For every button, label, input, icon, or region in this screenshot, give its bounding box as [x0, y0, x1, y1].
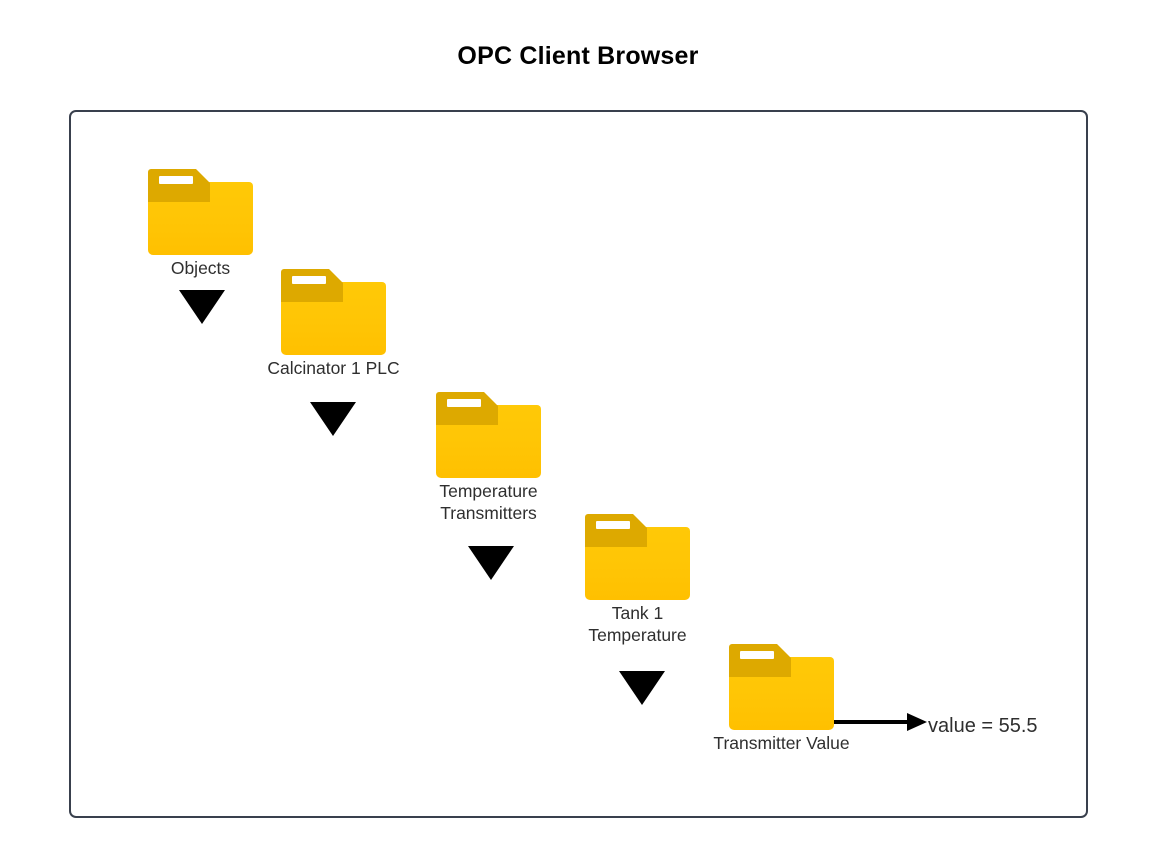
tree-node-label: Calcinator 1 PLC — [267, 358, 400, 378]
tree-node-label: Transmitter Value — [713, 733, 850, 753]
folder-slot — [159, 176, 193, 184]
folder-tab — [148, 169, 210, 202]
folder-tab — [729, 644, 791, 677]
folder-icon[interactable] — [436, 392, 541, 478]
folder-tab — [281, 269, 343, 302]
opc-browser-panel: Objects Calcinator 1 PLC Temperature Tra… — [69, 110, 1088, 818]
folder-icon[interactable] — [585, 514, 690, 600]
tree-node-temperature-transmitters[interactable]: Temperature Transmitters — [436, 392, 541, 523]
folder-slot — [447, 399, 481, 407]
folder-slot — [740, 651, 774, 659]
triangle-down-icon — [310, 402, 356, 436]
folder-tab — [436, 392, 498, 425]
tree-node-label: Objects — [170, 258, 231, 278]
tree-node-calcinator-1-plc[interactable]: Calcinator 1 PLC — [267, 269, 400, 378]
folder-icon[interactable] — [729, 644, 834, 730]
arrow-head — [907, 713, 927, 731]
page-title: OPC Client Browser — [457, 42, 699, 70]
folder-icon[interactable] — [148, 169, 253, 255]
tree-node-label: Temperature Transmitters — [439, 481, 538, 523]
folder-slot — [292, 276, 326, 284]
folder-icon[interactable] — [281, 269, 386, 355]
triangle-down-icon — [619, 671, 665, 705]
value-readout: value = 55.5 — [928, 715, 1038, 737]
folder-tab — [585, 514, 647, 547]
triangle-down-icon — [179, 290, 225, 324]
tree-node-objects[interactable]: Objects — [148, 169, 253, 278]
folder-slot — [596, 521, 630, 529]
tree-node-tank-1-temperature[interactable]: Tank 1 Temperature — [585, 514, 690, 645]
triangle-down-icon — [468, 546, 514, 580]
arrow-shaft — [834, 720, 909, 724]
tree-node-transmitter-value[interactable]: Transmitter Value — [713, 644, 850, 753]
tree-node-label: Tank 1 Temperature — [588, 603, 687, 645]
